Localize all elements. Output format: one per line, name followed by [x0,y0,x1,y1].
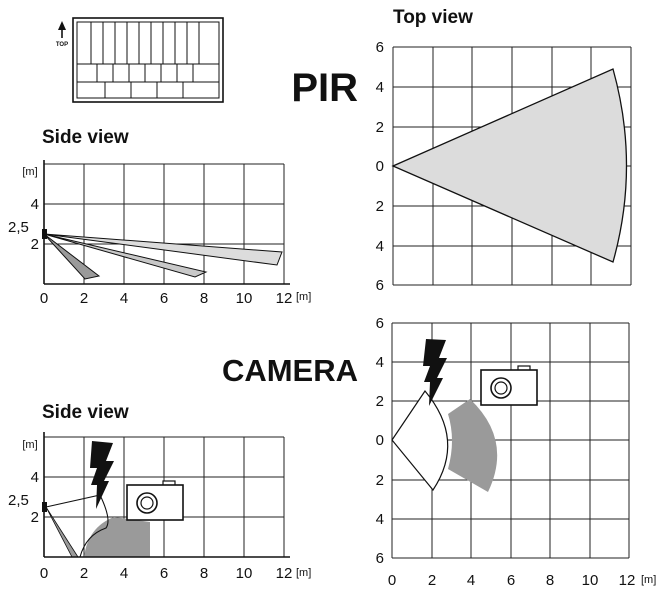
camera-top-x-tick: 8 [546,572,554,589]
pir-sensor-marker [42,229,47,239]
camera-top-x-tick: 10 [582,572,599,589]
camera-side-y-tick: 2 [31,509,39,526]
pir-top-y-tick: 6 [376,277,384,294]
camera-side-near-zone [45,506,79,558]
pir-top-y-tick: 6 [376,39,384,56]
top-label: TOP [56,42,68,48]
camera-top-x-tick: 4 [467,572,475,589]
pir-side-view-chart: [m] 4 2 2,5 0 2 4 6 8 10 12 [m] [8,160,311,307]
camera-view-zone-side [84,517,150,557]
device-front-icon [72,17,224,103]
camera-view-zone-top [448,399,498,492]
camera-side-x-tick: 8 [200,565,208,582]
camera-top-y-tick: 6 [376,315,384,332]
pir-side-y-unit: [m] [22,166,37,178]
pir-top-y-tick: 4 [376,238,384,255]
pir-mount-height: 2,5 [8,219,29,236]
flash-icon [423,339,447,406]
pir-side-x-tick: 10 [236,290,253,307]
pir-side-x-tick: 2 [80,290,88,307]
pir-side-x-unit: [m] [296,291,311,303]
camera-top-y-tick: 6 [376,550,384,567]
pir-top-y-tick: 4 [376,79,384,96]
top-view-heading: Top view [393,7,473,28]
camera-mount-height: 2,5 [8,492,29,509]
pir-side-x-tick: 12 [276,290,293,307]
camera-icon [126,480,184,521]
pir-detection-zone-top [391,68,628,263]
camera-side-x-tick: 10 [236,565,253,582]
camera-top-y-tick: 2 [376,393,384,410]
camera-top-x-tick: 12 [619,572,636,589]
pir-top-y-tick: 2 [376,119,384,136]
camera-icon [480,365,538,406]
camera-top-view-chart: 6 4 2 0 2 4 6 0 2 4 6 8 10 12 [m] [376,315,657,589]
camera-side-x-tick: 2 [80,565,88,582]
pir-top-y-tick: 2 [376,198,384,215]
camera-side-x-tick: 6 [160,565,168,582]
pir-top-view-chart: 6 4 2 0 2 4 6 [376,39,632,294]
camera-side-view-heading: Side view [42,402,129,423]
pir-heading: PIR [291,66,358,110]
flash-icon [90,441,114,509]
top-arrow-icon [58,21,66,38]
pir-side-x-tick: 6 [160,290,168,307]
camera-side-x-tick: 4 [120,565,128,582]
camera-top-x-tick: 2 [428,572,436,589]
pir-side-zone-far [43,233,283,266]
camera-side-x-tick: 0 [40,565,48,582]
camera-top-y-tick: 4 [376,511,384,528]
camera-side-x-unit: [m] [296,567,311,579]
pir-side-x-tick: 0 [40,290,48,307]
pir-top-y-tick: 0 [376,158,384,175]
camera-top-y-tick: 4 [376,354,384,371]
pir-side-zone-near [43,233,101,280]
camera-heading: CAMERA [222,353,358,388]
camera-top-x-tick: 0 [388,572,396,589]
pir-side-x-tick: 8 [200,290,208,307]
camera-side-view-chart: [m] 4 2 2,5 0 2 4 6 8 10 12 [m] [8,432,311,582]
flash-zone-top [391,390,449,492]
flash-zone-side [45,494,109,558]
camera-side-y-unit: [m] [22,439,37,451]
camera-top-y-tick: 0 [376,432,384,449]
pir-side-zone-mid [43,233,208,278]
camera-top-x-unit: [m] [641,574,656,586]
camera-sensor-marker [42,502,47,512]
camera-top-x-tick: 6 [507,572,515,589]
camera-side-y-tick: 4 [31,469,39,486]
pir-side-y-tick: 2 [31,236,39,253]
camera-top-y-tick: 2 [376,472,384,489]
camera-side-x-tick: 12 [276,565,293,582]
pir-side-y-tick: 4 [31,196,39,213]
pir-side-view-heading: Side view [42,127,129,148]
pir-side-x-tick: 4 [120,290,128,307]
